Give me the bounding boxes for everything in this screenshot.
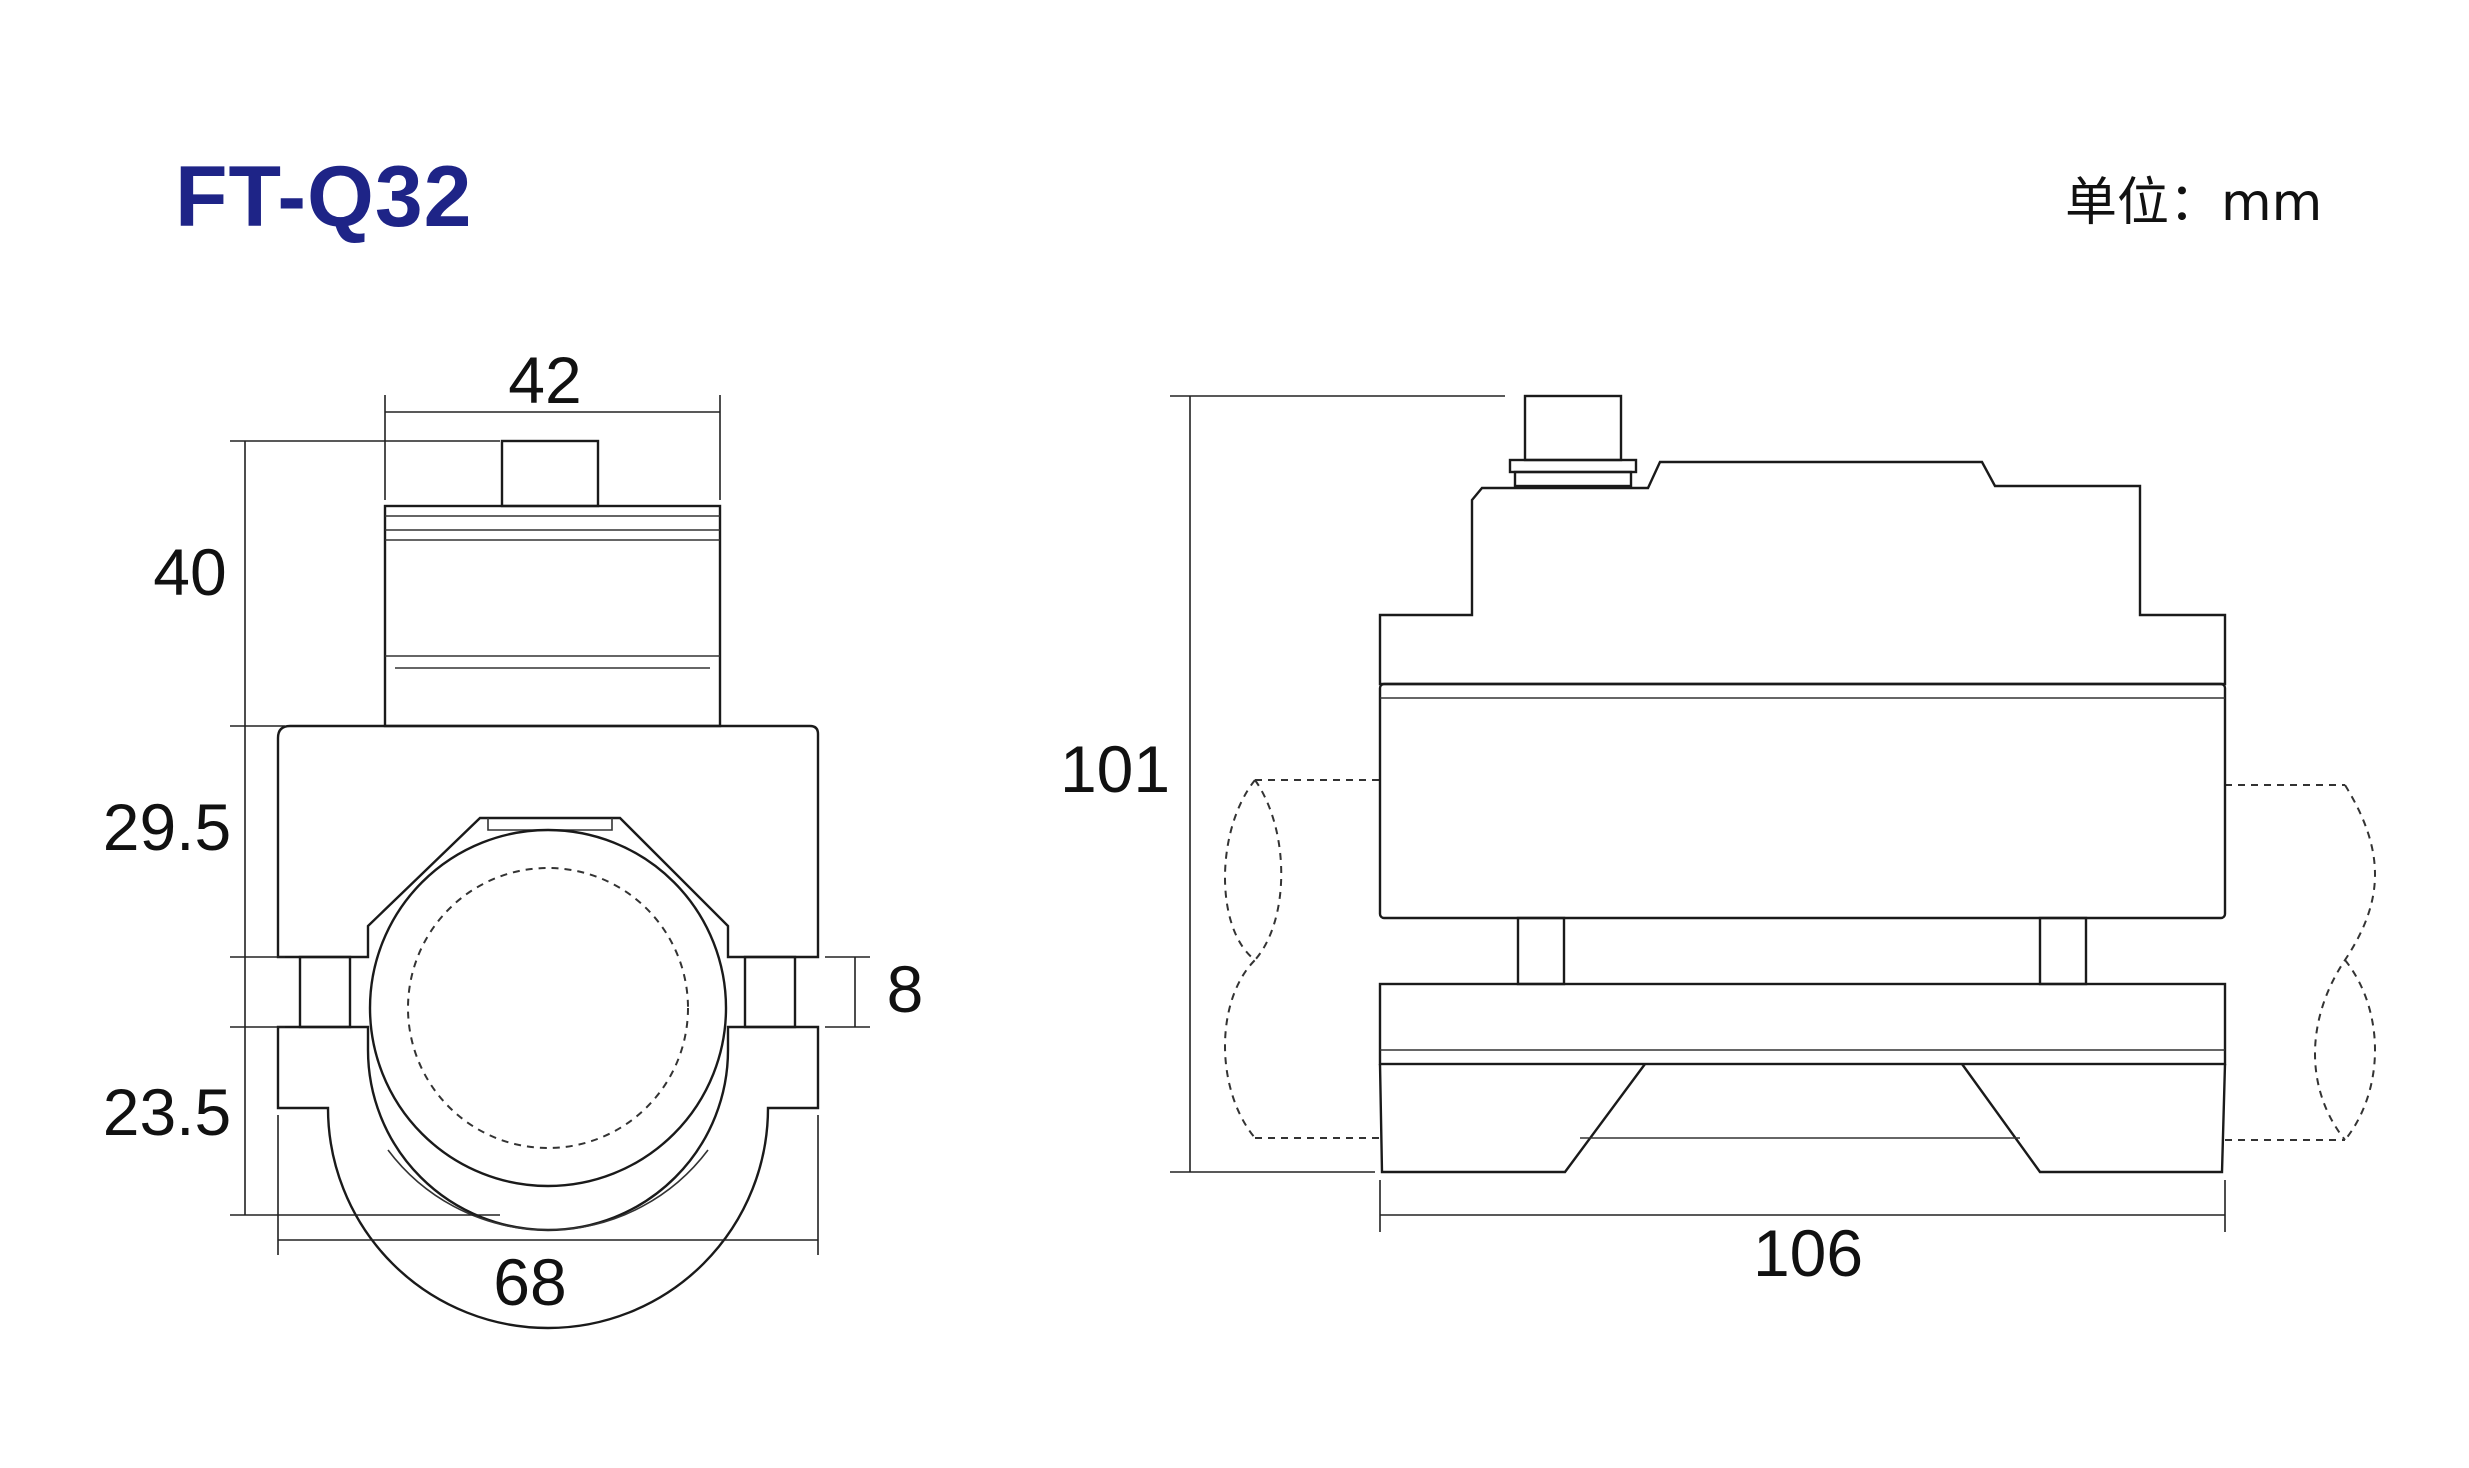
dim-width-top: 42 [508, 343, 581, 417]
side-left-bolt [1516, 916, 1566, 986]
side-pipe [1224, 779, 2376, 1141]
dim-width-bottom: 68 [493, 1245, 566, 1319]
unit-label: 单位：mm [2065, 173, 2323, 233]
model-title: FT-Q32 [175, 149, 473, 245]
front-pipe-outer [368, 828, 728, 1188]
dim-gap: 8 [887, 952, 924, 1026]
side-view [1224, 394, 2376, 1174]
front-head-box [383, 504, 722, 728]
front-pipe-inner [407, 867, 689, 1149]
side-body [1378, 682, 2227, 920]
front-upper-clamp [276, 724, 820, 959]
dim-height-lower: 23.5 [103, 1075, 231, 1149]
side-right-bolt [2038, 916, 2088, 986]
front-cable-gland [500, 439, 600, 508]
front-left-bolt [298, 955, 352, 1029]
dim-total-width: 106 [1753, 1216, 1863, 1290]
front-lower-clamp [276, 1025, 820, 1330]
front-view [276, 439, 820, 1330]
dim-height-head: 40 [153, 535, 226, 609]
side-lower-clamp [1378, 982, 2227, 1174]
dim-height-upper: 29.5 [103, 790, 231, 864]
front-dimensions: 42 40 29.5 23.5 8 68 [103, 343, 924, 1319]
side-housing [1378, 460, 2227, 686]
side-dimensions: 101 106 [1060, 395, 2226, 1290]
front-right-bolt [743, 955, 797, 1029]
dim-total-height: 101 [1060, 732, 1170, 806]
side-cable-gland [1508, 394, 1638, 488]
